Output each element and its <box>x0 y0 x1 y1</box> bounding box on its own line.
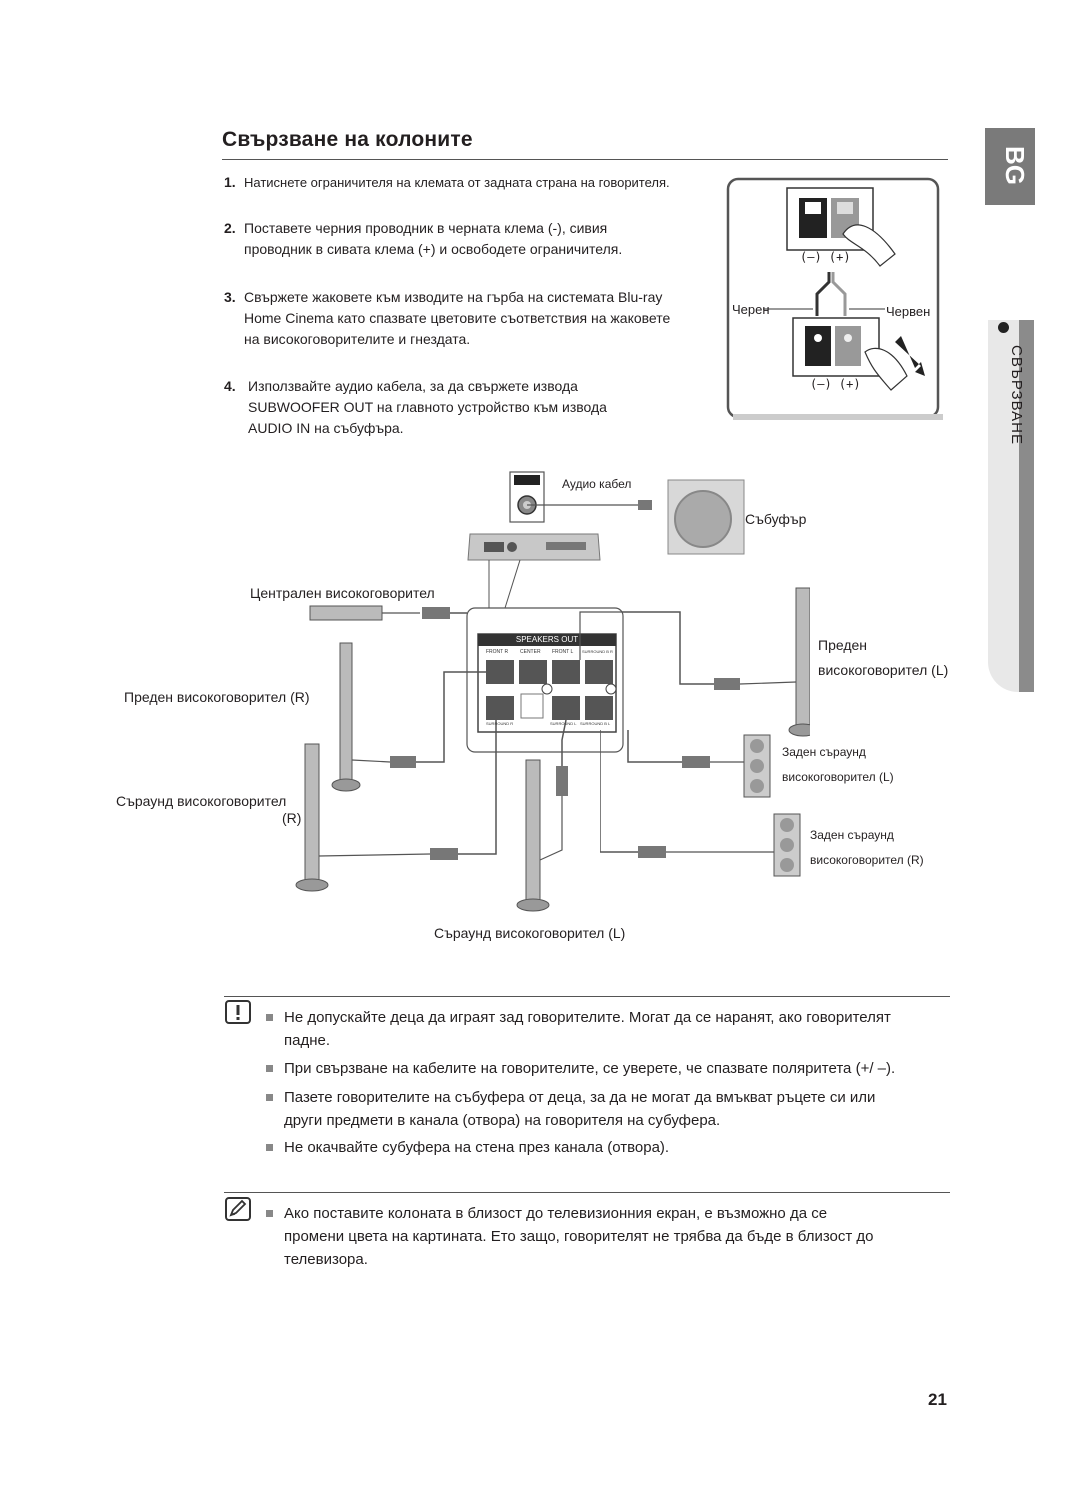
panel-label-surround-b-r: SURROUND B R <box>582 649 613 654</box>
caution-icon <box>225 1000 251 1024</box>
step-text-line: Поставете черния проводник в черната кле… <box>244 220 608 236</box>
rear-surround-right-speaker-icon <box>600 730 801 877</box>
surround-right-label-line2: (R) <box>282 810 302 826</box>
note-item: Ако поставите колоната в близост до теле… <box>266 1202 966 1271</box>
bullet-icon <box>266 1210 273 1217</box>
front-left-label-line2: високоговорител (L) <box>818 662 949 678</box>
black-wire-label: Черен <box>732 302 770 317</box>
speakers-out-title: SPEAKERS OUT <box>515 635 579 644</box>
note-text-line: промени цвета на картината. Ето защо, го… <box>284 1228 874 1245</box>
caution-item: Не допускайте деца да играят зад говорит… <box>266 1006 966 1052</box>
front-right-speaker-icon <box>331 642 486 792</box>
front-left-speaker-icon <box>579 587 810 737</box>
terminal-bottom-icon <box>792 317 925 391</box>
page-number: 21 <box>928 1390 947 1409</box>
rear-surround-right-label-line1: Заден съраунд <box>810 828 894 842</box>
subwoofer-label: Събуфър <box>745 511 807 527</box>
step-text-line: проводник в сивата клема (+) и освободет… <box>244 241 623 257</box>
note-text-line: телевизора. <box>284 1251 368 1268</box>
center-speaker-icon <box>309 605 467 621</box>
panel-label-center: CENTER <box>520 649 541 655</box>
polarity-label-top: (–) (+) <box>800 250 851 264</box>
step-3: 3. Свържете жаковете към изводите на гър… <box>224 287 724 350</box>
step-text-line: AUDIO IN на събуфъра. <box>248 420 404 436</box>
step-text-line: Използвайте аудио кабела, за да свържете… <box>248 378 578 394</box>
red-wire-label: Червен <box>886 304 931 319</box>
caution-divider <box>224 996 950 997</box>
caution-item: Пазете говорителите на събуфера от деца,… <box>266 1086 966 1132</box>
bullet-icon <box>266 1065 273 1072</box>
subwoofer-icon <box>667 479 745 555</box>
step-4: 4. Използвайте аудио кабела, за да свърж… <box>224 376 724 439</box>
terminal-illustration <box>726 177 943 420</box>
step-2: 2. Поставете черния проводник в черната … <box>224 218 724 260</box>
step-number: 4. <box>224 378 236 394</box>
section-side-strip <box>1019 320 1034 692</box>
step-number: 2. <box>224 220 236 236</box>
step-1: 1. Натиснете ограничителя на клемата от … <box>224 172 724 193</box>
rear-speakers-diagram <box>600 730 801 877</box>
rear-surround-left-label-line1: Заден съраунд <box>782 745 866 759</box>
caution-text-line: Не окачвайте субуфера на стена през кана… <box>284 1139 670 1156</box>
step-number: 3. <box>224 289 236 305</box>
section-label: СВЪРЗВАНЕ <box>1008 345 1025 445</box>
section-bullet-icon <box>998 322 1009 333</box>
panel-label-surround-l: SURROUND L <box>550 721 577 726</box>
caution-text-line: При свързване на кабелите на говорителит… <box>284 1060 896 1077</box>
front-right-label: Преден високоговорител (R) <box>124 689 310 705</box>
bullet-icon <box>266 1094 273 1101</box>
step-text: Натиснете ограничителя на клемата от зад… <box>244 175 670 190</box>
title-divider <box>222 159 948 160</box>
step-number: 1. <box>224 174 236 190</box>
surround-left-label: Съраунд високоговорител (L) <box>434 925 626 941</box>
page-title: Свързване на колоните <box>222 128 473 151</box>
caution-item: Не окачвайте субуфера на стена през кана… <box>266 1136 966 1159</box>
language-tab: BG <box>985 128 1035 205</box>
language-tab-label: BG <box>1000 146 1030 185</box>
caution-item: При свързване на кабелите на говорителит… <box>266 1057 966 1080</box>
surround-left-speaker-icon <box>516 719 568 912</box>
step-text-line: Свържете жаковете към изводите на гърба … <box>244 289 663 305</box>
surround-right-label-line1: Съраунд високоговорител <box>116 793 287 809</box>
speakers-out-panel <box>477 633 617 733</box>
caution-text-line: други предмети в канала (отвора) на гово… <box>284 1112 721 1129</box>
panel-label-surround-b-l: SURROUND B L <box>580 721 611 726</box>
main-unit-icon <box>467 533 601 561</box>
caution-text-line: Не допускайте деца да играят зад говорит… <box>284 1009 891 1026</box>
panel-label-surround-r: SURROUND R <box>486 721 514 726</box>
panel-label-front-r: FRONT R <box>486 649 509 655</box>
panel-label-front-l: FRONT L <box>552 649 574 655</box>
audio-cable-label: Аудио кабел <box>562 477 632 491</box>
terminal-top-icon <box>786 187 896 267</box>
connection-diagram <box>295 471 810 912</box>
note-icon <box>225 1197 251 1221</box>
step-text-line: SUBWOOFER OUT на главното устройство към… <box>248 399 607 415</box>
front-left-label-line1: Преден <box>818 637 868 653</box>
subwoofer-out-jack-icon <box>509 471 545 523</box>
rear-surround-left-label-line2: високоговорител (L) <box>782 770 894 784</box>
surround-right-speaker-icon <box>295 720 497 892</box>
note-text-line: Ако поставите колоната в близост до теле… <box>284 1205 828 1222</box>
note-divider <box>224 1192 950 1193</box>
center-speaker-label: Централен високоговорител <box>250 585 435 601</box>
step-text-line: на високоговорителите и гнездата. <box>244 331 471 347</box>
bullet-icon <box>266 1144 273 1151</box>
rear-surround-left-speaker-icon <box>627 730 771 798</box>
step-text-line: Home Cinema като спазвате цветовите съот… <box>244 310 671 326</box>
polarity-label-bottom: (–) (+) <box>810 377 861 391</box>
caution-text-line: Пазете говорителите на събуфера от деца,… <box>284 1089 876 1106</box>
caution-text-line: падне. <box>284 1032 331 1049</box>
bullet-icon <box>266 1014 273 1021</box>
rear-surround-right-label-line2: високоговорител (R) <box>810 853 924 867</box>
